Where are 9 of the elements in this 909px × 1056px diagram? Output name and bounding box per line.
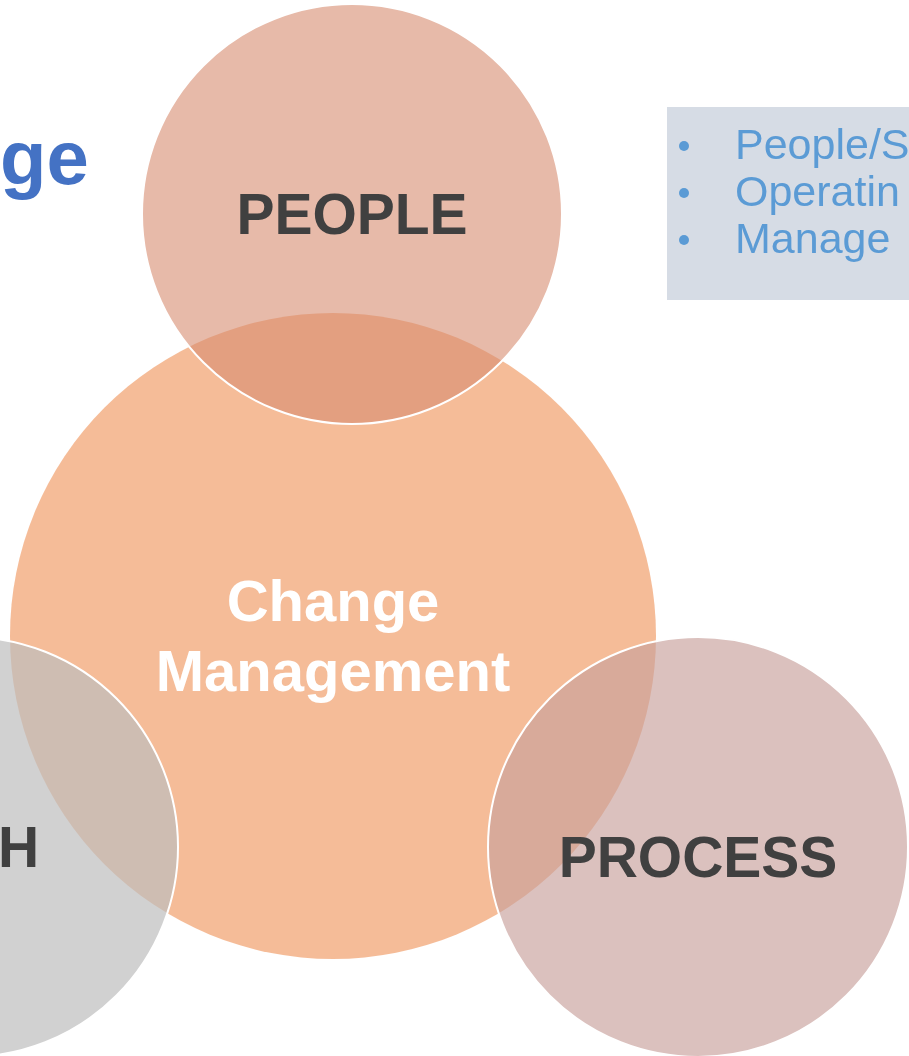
circle-label: PROCESS [558,823,838,891]
bullet-text: Manage [735,215,891,262]
title: ge [0,114,89,202]
bullet-panel [667,107,909,300]
circle-label: PEOPLE [236,180,468,248]
circle-label: Change Management [154,567,512,705]
bullet-text: People/S [735,121,909,168]
bullet-text: Operatin [735,168,900,215]
circle-label: H [0,814,40,881]
